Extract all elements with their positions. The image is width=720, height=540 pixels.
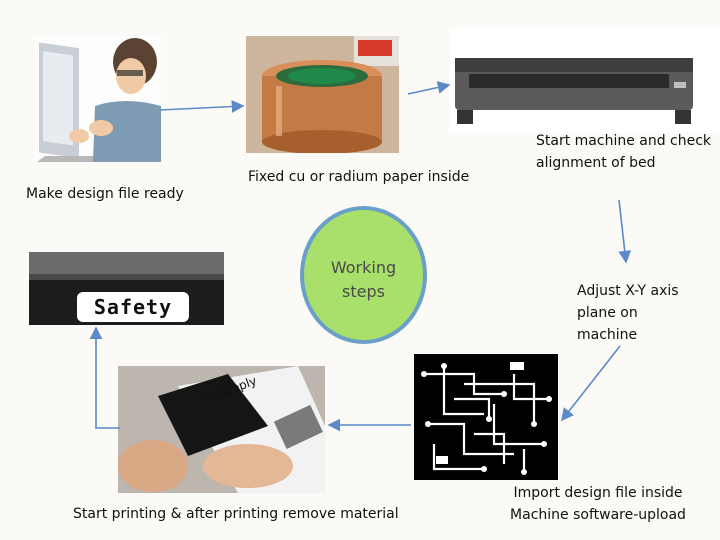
person-laptop-image	[35, 36, 161, 162]
caption-adjust-xy: Adjust X-Y axis plane on machine	[577, 283, 679, 343]
working-steps-node: Working steps	[300, 206, 427, 344]
arrow-design-to-fix	[159, 100, 245, 113]
caption-fixed-paper: Fixed cu or radium paper inside	[248, 169, 470, 185]
peeling-material-image: er supply	[118, 366, 325, 493]
copper-roll-image	[246, 36, 399, 153]
arrow-print-to-safety	[89, 326, 120, 429]
working-steps-label: Working steps	[330, 258, 397, 301]
arrow-adjust-to-import	[561, 345, 621, 422]
caption-make-design: Make design file ready	[26, 186, 184, 202]
caption-start-printing: Start printing & after printing remove m…	[73, 506, 399, 522]
arrow-fix-to-start	[407, 81, 451, 95]
cutter-machine-image	[449, 28, 720, 133]
caption-start-machine: Start machine and check alignment of bed	[536, 133, 712, 171]
arrow-start-to-adjust	[618, 199, 632, 264]
safety-text: Safety	[93, 295, 173, 319]
safety-label-image: Safety	[29, 252, 224, 325]
pcb-layout-image	[414, 354, 558, 480]
caption-import-design: Import design file inside Machine softwa…	[510, 485, 686, 523]
